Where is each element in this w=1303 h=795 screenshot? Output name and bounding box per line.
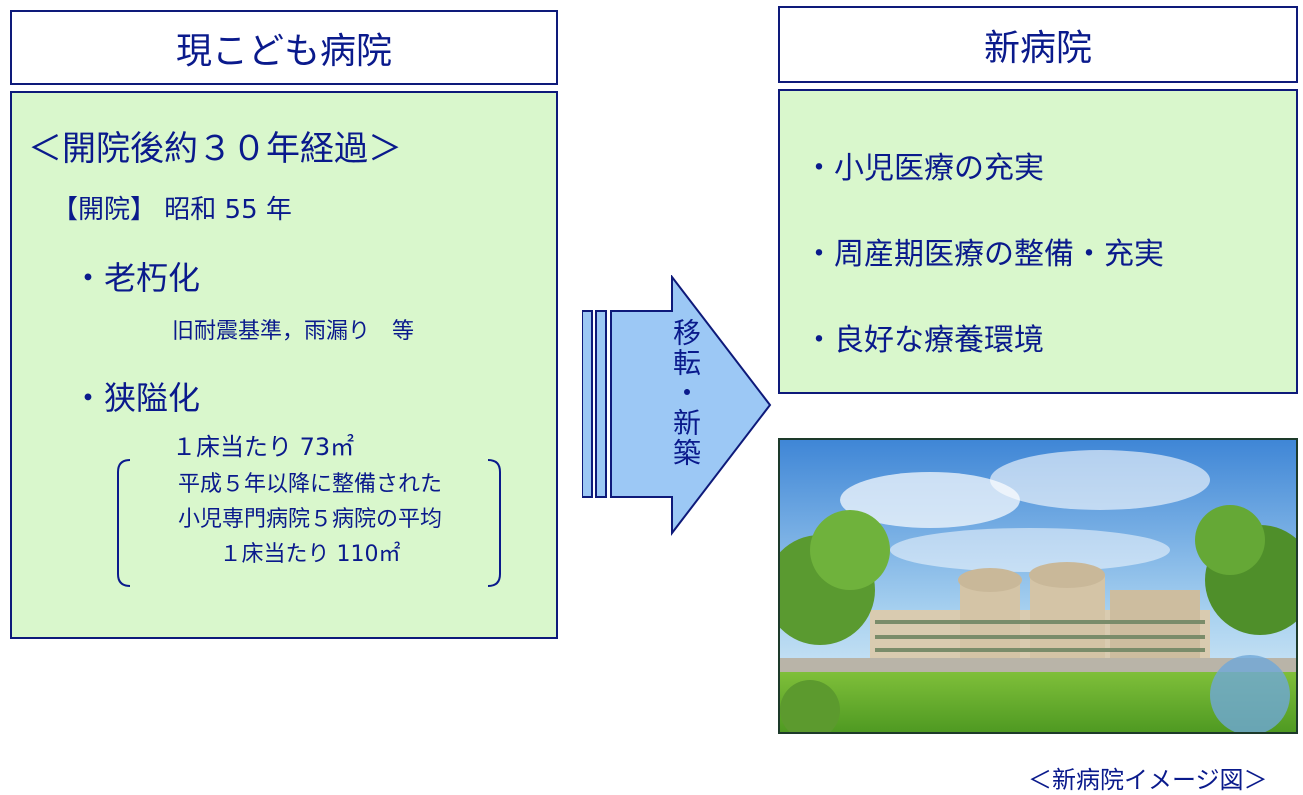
relocation-label: 移転・新築 bbox=[669, 318, 702, 468]
current-hospital-title: 現こども病院 bbox=[175, 30, 392, 72]
bullet-cramped: ・狭隘化 bbox=[72, 379, 201, 417]
goal-environment: ・良好な療養環境 bbox=[804, 323, 1044, 358]
bullet-aging-detail: 旧耐震基準，雨漏り 等 bbox=[172, 319, 415, 344]
opened-year: 【開院】 昭和 55 年 bbox=[52, 195, 292, 225]
goal-perinatal: ・周産期医療の整備・充実 bbox=[804, 237, 1164, 272]
new-hospital-panel: ・小児医療の充実 ・周産期医療の整備・充実 ・良好な療養環境 bbox=[778, 89, 1298, 394]
bullet-aging: ・老朽化 bbox=[72, 259, 201, 297]
image-caption: ＜新病院イメージ図＞ bbox=[1028, 766, 1268, 794]
goal-pediatric: ・小児医療の充実 bbox=[804, 151, 1044, 186]
comparison-line-1: 平成５年以降に整備された bbox=[177, 472, 442, 497]
new-hospital-title: 新病院 bbox=[983, 27, 1092, 69]
current-hospital-panel: ＜開院後約３０年経過＞ 【開院】 昭和 55 年 ・老朽化 旧耐震基準，雨漏り … bbox=[10, 91, 558, 639]
age-heading: ＜開院後約３０年経過＞ bbox=[28, 129, 402, 169]
relocation-arrow bbox=[582, 275, 772, 536]
current-hospital-title-box: 現こども病院 bbox=[10, 10, 558, 85]
new-hospital-image bbox=[778, 438, 1298, 734]
comparison-bracket bbox=[117, 459, 501, 587]
hospital-rendering-illustration bbox=[780, 440, 1296, 732]
bullet-cramped-detail: １床当たり 73㎡ bbox=[172, 433, 355, 461]
new-hospital-title-box: 新病院 bbox=[778, 6, 1298, 83]
comparison-text: 平成５年以降に整備された 小児専門病院５病院の平均 １床当たり 110㎡ bbox=[130, 467, 490, 572]
comparison-line-2: 小児専門病院５病院の平均 bbox=[177, 507, 442, 532]
comparison-line-3: １床当たり 110㎡ bbox=[219, 542, 401, 567]
